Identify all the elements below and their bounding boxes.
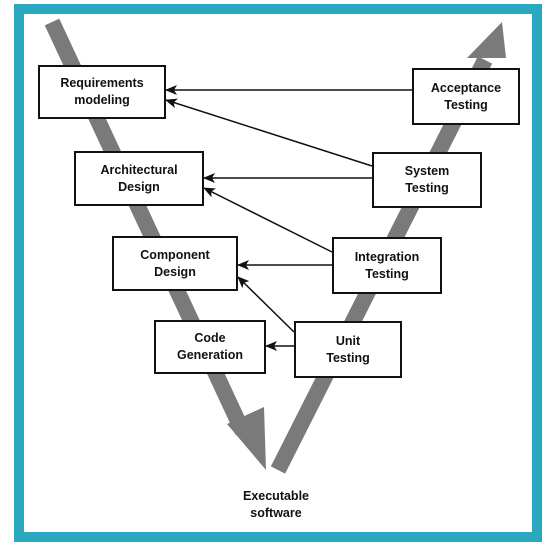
component-design-box: Component Design [112,236,238,291]
acceptance-testing-label: Acceptance Testing [430,80,502,112]
requirements-modeling-label: Requirements modeling [60,76,144,107]
integration-testing-label: Integration Testing [354,249,420,281]
integration-testing-box: Integration Testing [332,237,442,294]
arrow-system-to-requirements [165,98,373,167]
system-testing-box: System Testing [372,152,482,208]
ascending-arrow-head [467,22,506,58]
acceptance-testing-box: Acceptance Testing [412,68,520,125]
architectural-design-box: Architectural Design [74,151,204,206]
executable-software-caption: Executable software [242,489,309,520]
code-generation-box: Code Generation [154,320,266,374]
unit-testing-label: Unit Testing [326,333,370,365]
connector-arrows [165,85,412,351]
system-testing-label: System Testing [404,164,450,195]
architectural-design-label: Architectural Design [100,162,178,194]
code-generation-label: Code Generation [177,331,243,362]
arrow-unit-to-component [237,276,295,333]
arrow-integration-to-architectural [203,187,333,253]
unit-testing-box: Unit Testing [294,321,402,378]
component-design-label: Component Design [140,247,210,279]
descending-arrow-head [227,407,266,470]
requirements-modeling-box: Requirements modeling [38,65,166,119]
